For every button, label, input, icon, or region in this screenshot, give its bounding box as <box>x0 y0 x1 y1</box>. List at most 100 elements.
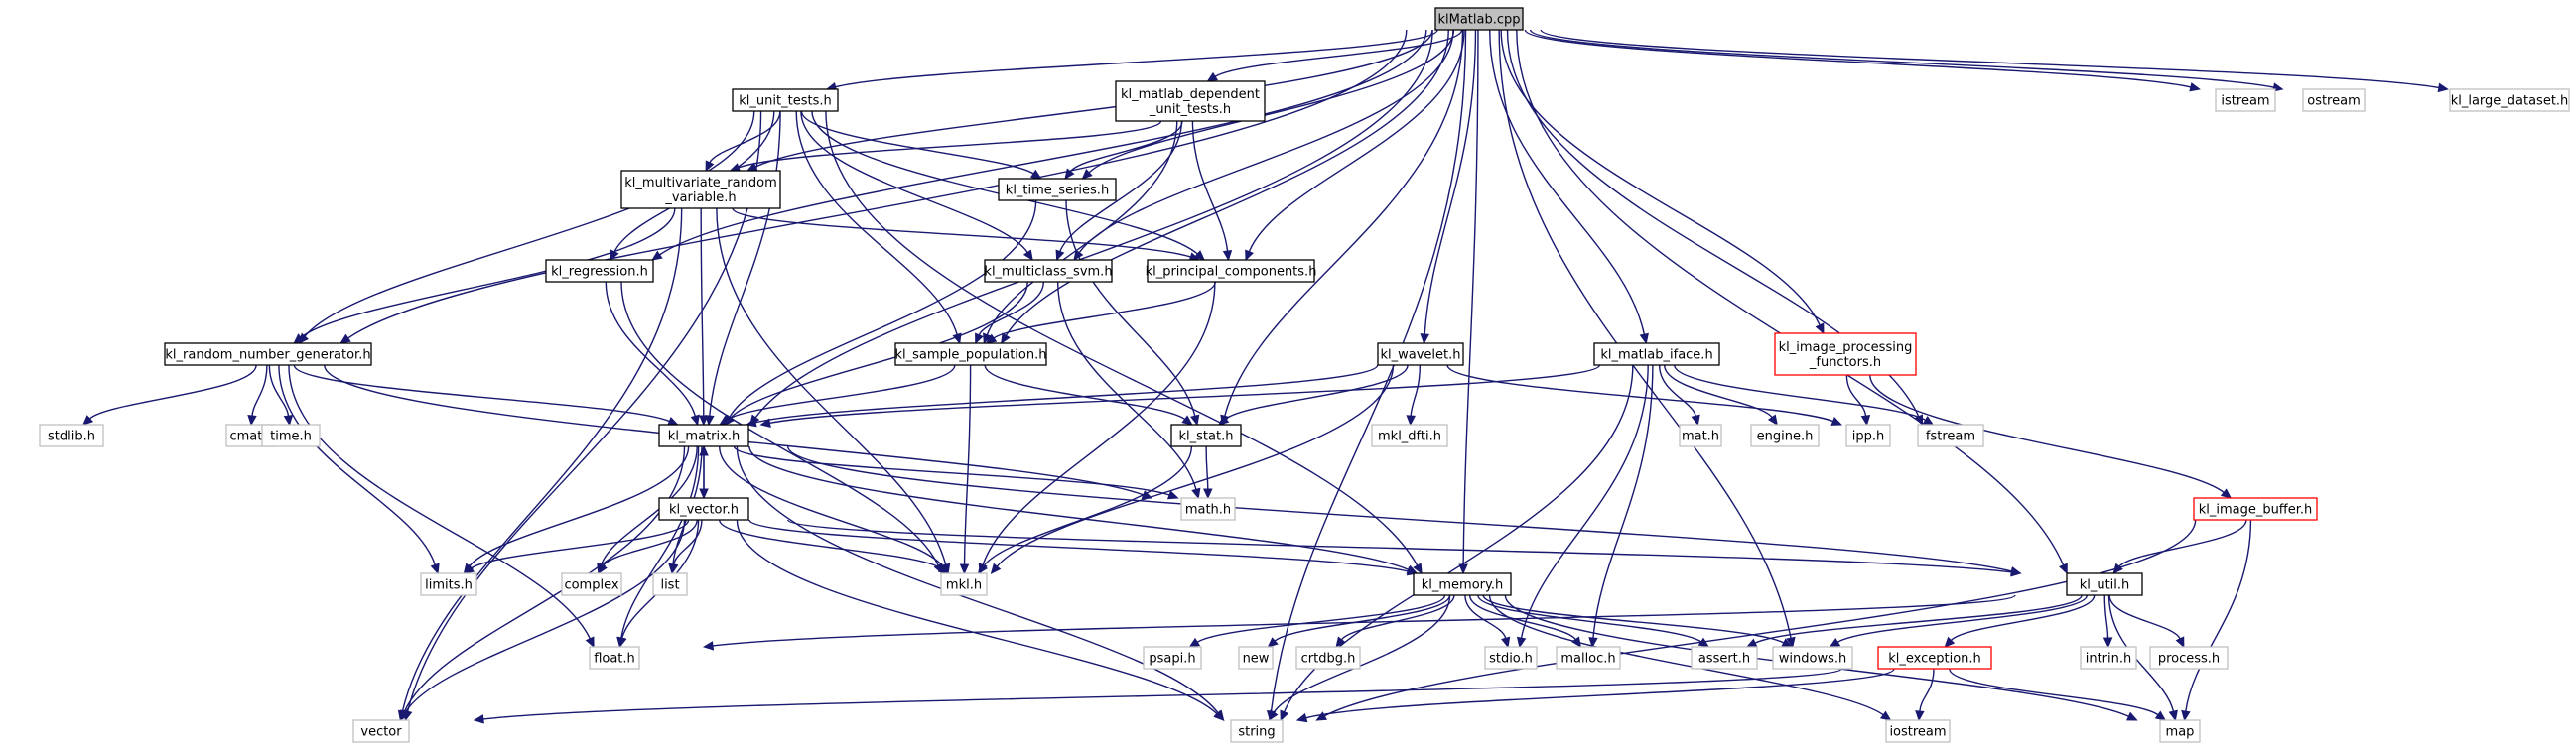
node-kl-matrix-h[interactable]: kl_matrix.h <box>658 424 749 447</box>
node-label: stdio.h <box>1489 652 1533 667</box>
node-box[interactable] <box>545 259 654 283</box>
edge-kl_util_h-to-map <box>2107 594 2178 722</box>
edge-kl_multiclass_svm_h-to-kl_sample_population_h <box>975 281 1045 345</box>
node-box <box>2449 88 2570 112</box>
edge-line <box>602 519 698 566</box>
edge-arrowhead <box>1193 250 1206 261</box>
node-kl-vector-h[interactable]: kl_vector.h <box>658 497 749 521</box>
edge-kl_random_number_generator_h-to-cmath <box>247 364 268 427</box>
edge-kl_multivariate_random_variable_h-to-kl_random_number_generator_h <box>293 207 676 344</box>
edge-line <box>1516 29 2065 566</box>
node-kl-util-h[interactable]: kl_util.h <box>2066 572 2143 596</box>
node-math-h: math.h <box>1180 497 1236 521</box>
node-box[interactable] <box>1593 342 1720 366</box>
node-kl-random-number-generator-h[interactable]: kl_random_number_generator.h <box>164 342 372 366</box>
node-kl-matlab-dependent-unit-tests-h[interactable]: kl_matlab_dependent_unit_tests.h <box>1115 80 1266 122</box>
edge-arrowhead <box>719 415 731 426</box>
edge-line <box>1919 668 1935 712</box>
edge-line <box>1078 29 1454 254</box>
node-box[interactable] <box>984 259 1113 283</box>
node-box[interactable] <box>164 342 372 366</box>
node-box[interactable] <box>620 170 781 209</box>
edge-arrowhead <box>1691 414 1700 427</box>
edge-arrowhead <box>617 636 627 649</box>
node-kl-exception-h[interactable]: kl_exception.h <box>1877 646 1992 670</box>
node-label: ostream <box>2307 94 2361 109</box>
node-box[interactable] <box>998 178 1117 201</box>
node-kl-image-processing-functors-h[interactable]: kl_image_processing_functors.h <box>1774 332 1917 376</box>
edge-arrowhead <box>1213 710 1225 721</box>
node-kl-time-series-h[interactable]: kl_time_series.h <box>998 178 1117 201</box>
edge-line <box>996 364 1395 567</box>
node-box <box>1238 646 1274 670</box>
node-box <box>589 646 640 670</box>
node-box[interactable] <box>1115 80 1266 122</box>
node-kl-stat-h[interactable]: kl_stat.h <box>1170 424 1242 447</box>
edge-arrowhead <box>1203 488 1213 500</box>
edge-line <box>1500 29 1821 326</box>
node-box[interactable] <box>658 497 749 521</box>
node-kl-multivariate-random-variable-h[interactable]: kl_multivariate_random_variable.h <box>620 170 781 209</box>
edge-line <box>1005 29 1449 336</box>
edge-line <box>1270 29 1467 712</box>
node-box[interactable] <box>1170 424 1242 447</box>
node-label: engine.h <box>1757 430 1814 444</box>
node-box <box>1845 424 1891 447</box>
node-box[interactable] <box>658 424 749 447</box>
edge-line <box>700 207 705 417</box>
edge-arrowhead <box>1081 168 1093 180</box>
edge-line <box>1489 29 1646 335</box>
edge-line <box>1224 29 1464 417</box>
edge-line <box>769 364 1601 425</box>
node-kl-matlab-iface-h[interactable]: kl_matlab_iface.h <box>1593 342 1720 366</box>
node-label: kl_large_dataset.h <box>2451 94 2569 109</box>
node-label: kl_principal_components.h <box>1146 265 1317 280</box>
edge-arrowhead <box>1767 414 1779 427</box>
edge-line <box>2185 519 2252 712</box>
edge-kl_sample_population_h-to-kl_stat_h <box>984 364 1193 426</box>
node-box[interactable] <box>1774 332 1917 376</box>
edge-kl_vector_h-to-string <box>736 519 1225 721</box>
node-kl-regression-h[interactable]: kl_regression.h <box>545 259 654 283</box>
edge-kl_exception_h-to-string <box>1295 668 1895 723</box>
node-box <box>940 572 988 596</box>
node-kl-multiclass-svm-h[interactable]: kl_multiclass_svm.h <box>984 259 1113 283</box>
edge-arrowhead <box>2154 710 2167 721</box>
node-box <box>1556 646 1621 670</box>
edge-arrowhead <box>81 415 94 426</box>
node-label: istream <box>2221 94 2269 109</box>
node-box[interactable] <box>2066 572 2143 596</box>
node-box[interactable] <box>732 88 839 112</box>
node-label: _functors.h <box>1809 355 1881 370</box>
node-kl-unit-tests-h[interactable]: kl_unit_tests.h <box>732 88 839 112</box>
node-kl-sample-population-h[interactable]: kl_sample_population.h <box>894 342 1047 366</box>
edge-line <box>786 445 2012 572</box>
node-box <box>2149 646 2229 670</box>
edge-kl_image_processing_functors_h-to-kl_image_buffer_h <box>1869 374 2233 499</box>
node-box <box>2080 646 2137 670</box>
edge-line <box>1950 594 2096 641</box>
edge-kl_multivariate_random_variable_h-to-kl_matrix_h <box>699 207 709 427</box>
node-box[interactable] <box>1147 259 1315 283</box>
edge-arrowhead <box>975 332 984 345</box>
node-kl-image-buffer-h[interactable]: kl_image_buffer.h <box>2193 497 2318 521</box>
edge-kl_wavelet_h-to-mkl_dfti_h <box>1406 364 1422 427</box>
node-kl-wavelet-h[interactable]: kl_wavelet.h <box>1377 342 1464 366</box>
node-label: psapi.h <box>1149 652 1195 667</box>
node-box[interactable] <box>894 342 1047 366</box>
edge-kl_util_h-to-float_h <box>702 594 2016 651</box>
edge-arrowhead <box>1181 415 1193 426</box>
node-box[interactable] <box>2193 497 2318 521</box>
edge-line <box>1248 29 1465 252</box>
node-box[interactable] <box>1877 646 1992 670</box>
edge-kl_util_h-to-windows_h <box>1829 594 2089 648</box>
node-klMatlab-cpp[interactable]: klMatlab.cpp <box>1434 7 1524 31</box>
node-kl-memory-h[interactable]: kl_memory.h <box>1413 572 1512 596</box>
node-box[interactable] <box>1413 572 1512 596</box>
node-box[interactable] <box>1434 7 1524 31</box>
node-kl-principal-components-h[interactable]: kl_principal_components.h <box>1146 259 1317 283</box>
edge-kl_image_buffer_h-to-map <box>2181 519 2252 722</box>
edge-arrowhead <box>959 563 970 575</box>
node-box[interactable] <box>1377 342 1464 366</box>
edge-arrowhead <box>1245 249 1255 262</box>
